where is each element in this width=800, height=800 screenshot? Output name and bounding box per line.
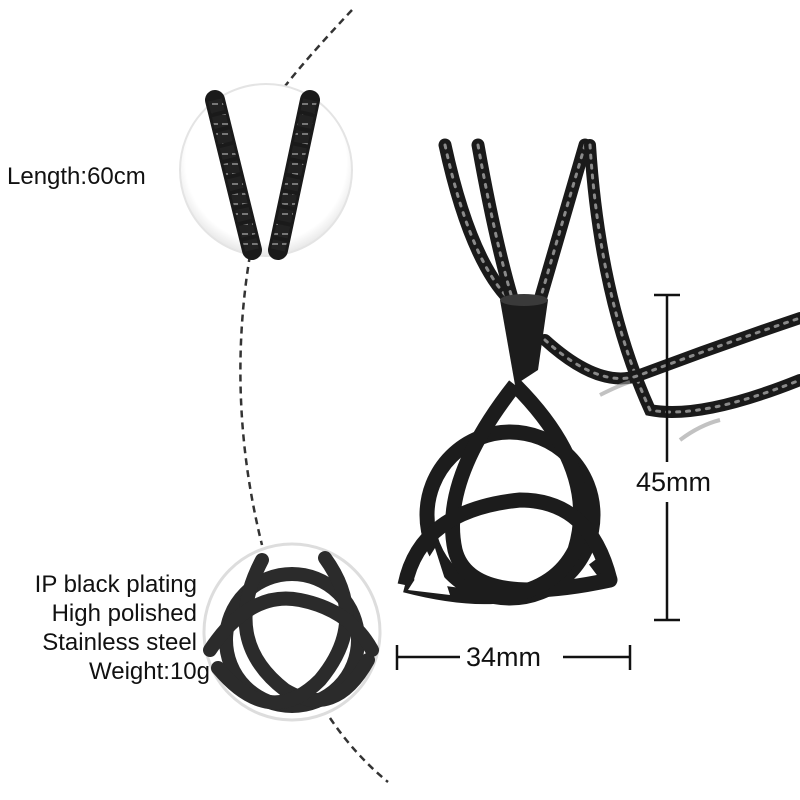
triquetra-pendant xyxy=(397,294,618,606)
chain-length-label: Length:60cm xyxy=(7,163,146,190)
width-dimension-label: 34mm xyxy=(462,642,546,672)
spec-plating: IP black plating xyxy=(34,571,197,598)
spec-polish: High polished xyxy=(51,600,197,627)
spec-material: Stainless steel xyxy=(42,629,197,656)
height-dimension-line xyxy=(654,293,680,622)
pendant-closeup-circle xyxy=(202,542,382,722)
material-specs-list: IP black plating High polished Stainless… xyxy=(34,570,210,686)
width-dimension-line xyxy=(395,645,632,670)
dashed-connector-line xyxy=(239,9,389,783)
height-dimension-label: 45mm xyxy=(632,467,716,497)
necklace-chain xyxy=(438,138,800,418)
chain-closeup-circle xyxy=(179,83,353,260)
spec-weight: Weight:10g xyxy=(89,658,210,685)
